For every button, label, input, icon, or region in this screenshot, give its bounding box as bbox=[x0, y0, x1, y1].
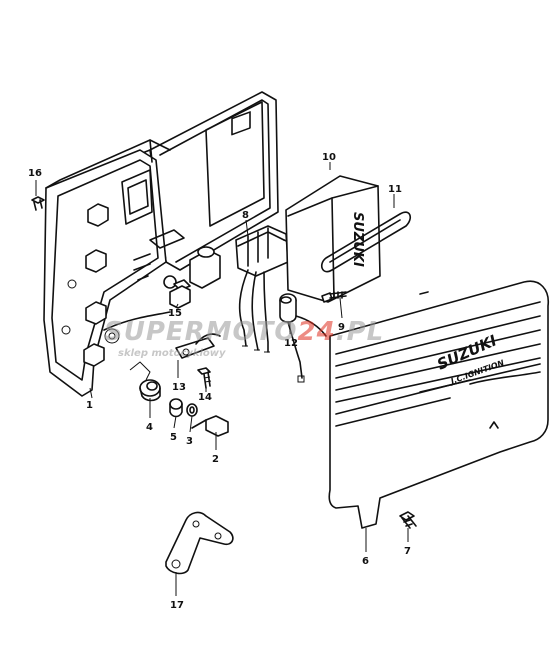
part-number-9: 9 bbox=[338, 322, 345, 333]
watermark-text-suffix: .PL bbox=[336, 317, 385, 347]
collar-5 bbox=[169, 398, 183, 418]
ignition-module: SUZUKI bbox=[285, 175, 381, 303]
capacitor bbox=[279, 293, 327, 383]
part-number-1: 1 bbox=[86, 400, 93, 411]
part-number-6: 6 bbox=[362, 556, 369, 567]
part-number-15: 15 bbox=[168, 308, 182, 319]
screw-14 bbox=[197, 367, 212, 389]
part-number-12: 12 bbox=[284, 338, 298, 349]
clamp-13 bbox=[175, 333, 221, 359]
housing-box bbox=[43, 91, 279, 397]
part-number-10: 10 bbox=[322, 152, 336, 163]
part-number-13: 13 bbox=[172, 382, 186, 393]
part-number-16: 16 bbox=[28, 168, 42, 179]
part-number-3: 3 bbox=[186, 436, 193, 447]
part-number-14: 14 bbox=[198, 392, 212, 403]
part-number-7: 7 bbox=[404, 546, 411, 557]
part-number-5: 5 bbox=[170, 432, 177, 443]
part-numbers: 1 2 3 4 5 6 7 8 9 10 11 12 13 14 15 16 1… bbox=[28, 152, 411, 611]
watermark-tagline: sklep motocyklowy bbox=[118, 348, 226, 359]
part-number-4: 4 bbox=[146, 422, 153, 433]
svg-text:SUPERMOTO24.PL: SUPERMOTO24.PL bbox=[104, 317, 384, 347]
watermark-text-main: SUPERMOTO bbox=[104, 317, 298, 347]
part-number-11: 11 bbox=[388, 184, 402, 195]
part-number-2: 2 bbox=[212, 454, 219, 465]
bracket-17 bbox=[165, 511, 234, 575]
screw-7 bbox=[399, 511, 417, 529]
part-number-17: 17 bbox=[170, 600, 184, 611]
bolt-2 bbox=[191, 415, 229, 437]
leader-lines bbox=[35, 162, 409, 596]
watermark: SUPERMOTO24.PL sklep motocyklowy bbox=[104, 317, 384, 359]
screw-9 bbox=[321, 291, 347, 303]
cover-6: SUZUKI J.C.IGNITION bbox=[328, 280, 549, 529]
part-number-8: 8 bbox=[242, 210, 249, 221]
screw-16 bbox=[31, 196, 45, 211]
watermark-text-accent: 24 bbox=[298, 317, 336, 347]
module-strap bbox=[320, 211, 412, 273]
washer-3 bbox=[186, 403, 198, 417]
bolt-15 bbox=[163, 275, 191, 309]
grommet-4 bbox=[139, 379, 161, 402]
